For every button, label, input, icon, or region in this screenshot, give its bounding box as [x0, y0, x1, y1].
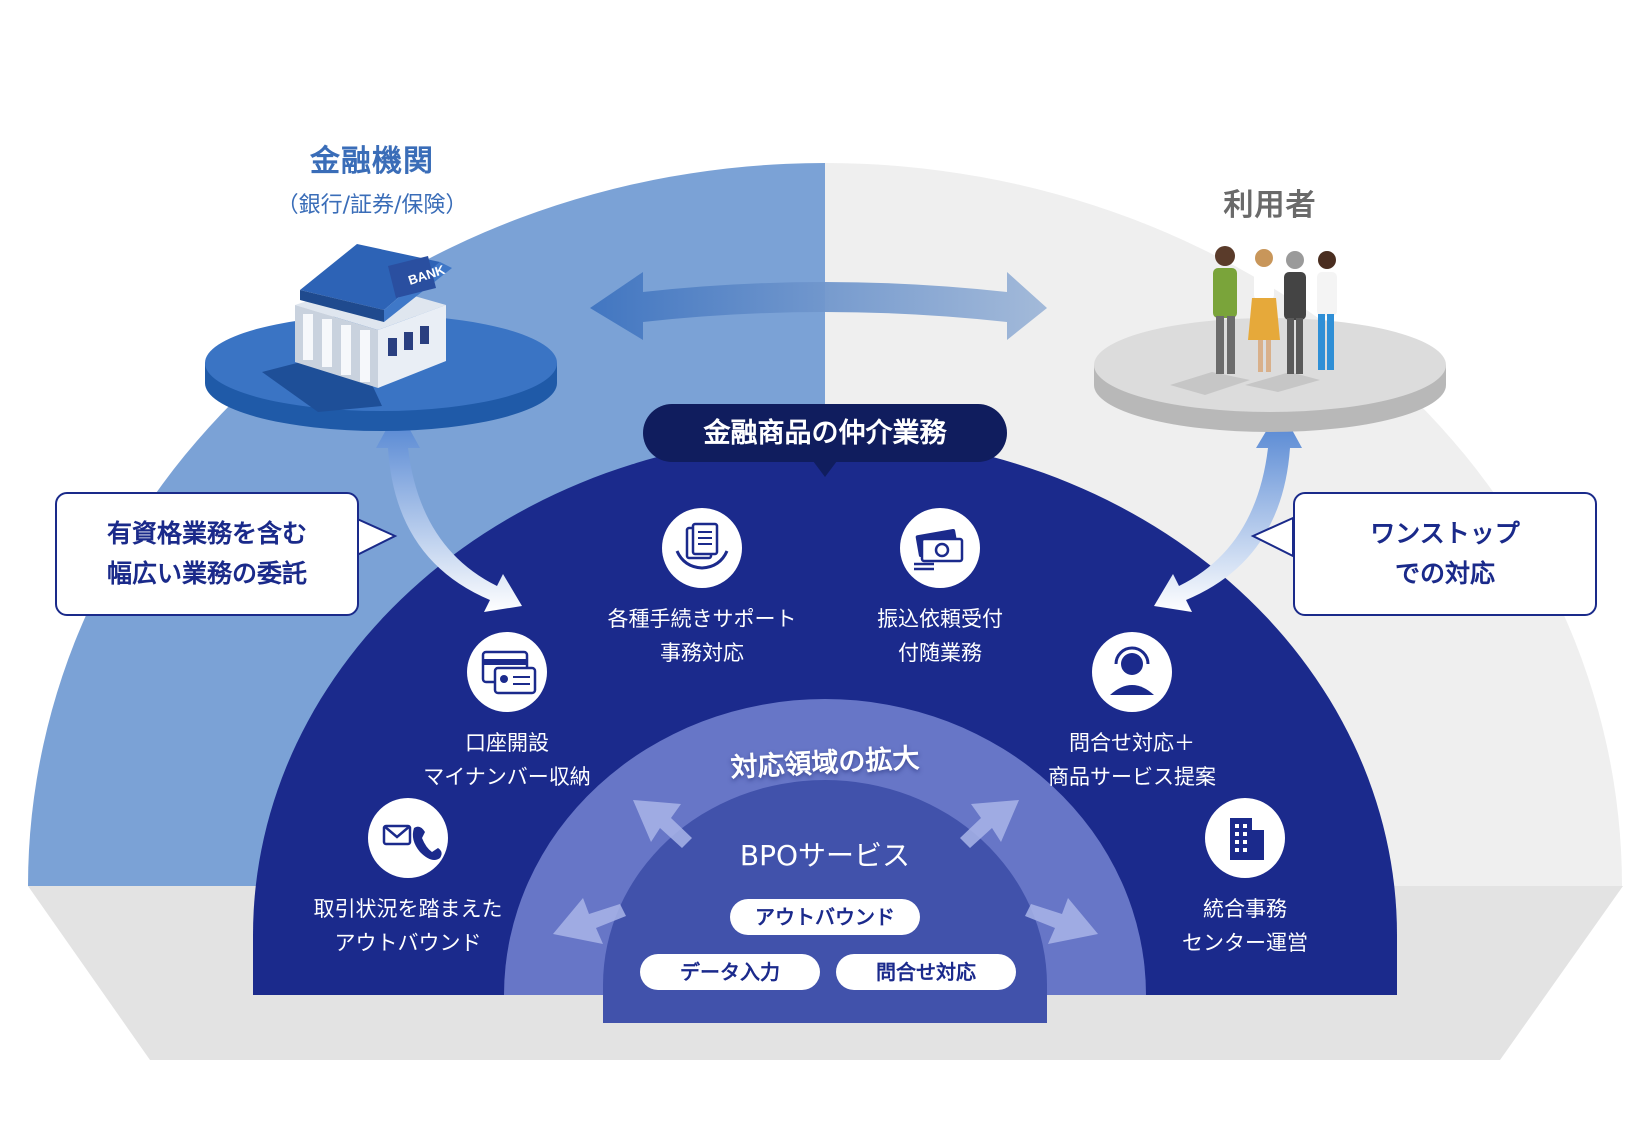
service-label: 問合せ対応＋ — [1069, 731, 1195, 755]
expansion-arrows — [553, 800, 1098, 944]
users-icon — [1213, 246, 1337, 374]
center-banner: 金融商品の仲介業務 — [703, 418, 947, 449]
service-transfer: 振込依頼受付 付随業務 — [830, 602, 1050, 670]
center-banner-bg — [643, 404, 1007, 462]
service-label: 口座開設 — [465, 731, 549, 755]
callout-left-line: 幅広い業務の委託 — [106, 559, 307, 588]
center-banner-tail — [813, 461, 837, 477]
service-center: 統合事務 センター運営 — [1135, 892, 1355, 960]
service-outbound: 取引状況を踏まえた アウトバウンド — [293, 892, 523, 960]
service-account: 口座開設 マイナンバー収納 — [397, 726, 617, 794]
callout-left: 有資格業務を含む 幅広い業務の委託 — [55, 492, 359, 616]
institution-title: 金融機関 — [310, 144, 434, 179]
service-inquiry: 問合せ対応＋ 商品サービス提案 — [1012, 726, 1252, 794]
service-label: 振込依頼受付 — [877, 607, 1003, 631]
institution-subtitle: （銀行/証券/保険） — [276, 193, 468, 218]
callout-right: ワンストップ での対応 — [1293, 492, 1597, 616]
service-procedure: 各種手続きサポート 事務対応 — [592, 602, 812, 670]
service-label: 事務対応 — [660, 641, 744, 665]
bpo-pill-inquiry: 問合せ対応 — [836, 954, 1016, 990]
service-label: 付随業務 — [898, 641, 982, 665]
users-title: 利用者 — [1223, 188, 1317, 223]
bank-icon — [295, 244, 452, 388]
bpo-pill-outbound: アウトバウンド — [730, 899, 920, 935]
service-label: アウトバウンド — [334, 931, 482, 955]
callout-right-line: ワンストップ — [1370, 519, 1520, 548]
exchange-arrow — [590, 272, 1047, 340]
service-label: マイナンバー収納 — [423, 765, 591, 789]
service-label: 商品サービス提案 — [1048, 765, 1216, 789]
bpo-pill-data-entry: データ入力 — [640, 954, 820, 990]
service-label: 取引状況を踏まえた — [313, 897, 503, 921]
service-label: 統合事務 — [1203, 897, 1287, 921]
service-label: 各種手続きサポート — [607, 607, 797, 631]
callout-left-line: 有資格業務を含む — [106, 519, 307, 548]
service-label: センター運営 — [1182, 931, 1308, 955]
callout-right-line: での対応 — [1394, 559, 1495, 588]
money-icon — [914, 531, 962, 570]
bpo-title: BPOサービス — [739, 839, 911, 872]
